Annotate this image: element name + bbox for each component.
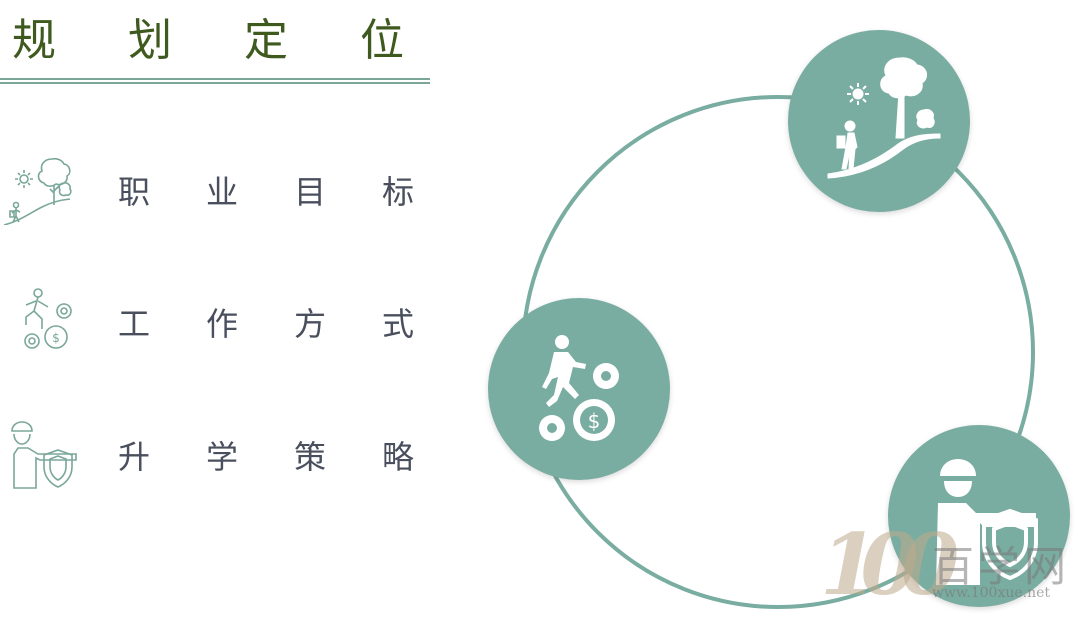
label-char: 升 (118, 438, 151, 476)
hiker-tree-icon (827, 57, 941, 179)
runner-gears-icon: $ (539, 335, 619, 441)
label-char: 策 (294, 438, 327, 476)
title-divider (0, 78, 430, 80)
item-label: 职 业 目 标 (118, 167, 470, 213)
title-char: 规 (12, 15, 56, 66)
list-item-study-strategy: 升 学 策 略 (0, 420, 440, 490)
svg-text:$: $ (588, 409, 601, 433)
title-char: 划 (128, 15, 172, 66)
watermark-url: www.100xue.net (932, 585, 1051, 601)
list-item-work-style: $ 工 作 方 式 (0, 287, 440, 357)
watermark-number: 100 (820, 515, 959, 614)
item-label: 升 学 策 略 (118, 432, 470, 478)
page-title: 规 划 定 位 (12, 4, 476, 68)
item-label: 工 作 方 式 (118, 299, 470, 345)
label-char: 职 (118, 173, 151, 211)
hiker-tree-icon (3, 157, 72, 225)
person-shield-icon (11, 421, 77, 489)
node-study-strategy (888, 425, 1070, 607)
label-char: 式 (382, 305, 415, 343)
title-divider (0, 82, 430, 84)
watermark-brand: 百学网 (932, 542, 1071, 591)
title-char: 位 (360, 15, 404, 66)
title-char: 定 (244, 15, 288, 66)
label-char: 方 (294, 305, 327, 343)
runner-gears-icon: $ (24, 288, 72, 349)
label-char: 业 (206, 173, 239, 211)
label-char: 工 (118, 305, 151, 343)
watermark: 100 百学网 www.100xue.net (820, 515, 1080, 615)
label-char: 学 (206, 438, 239, 476)
label-char: 目 (294, 173, 327, 211)
label-char: 略 (382, 438, 415, 476)
label-char: 作 (206, 305, 239, 343)
person-shield-icon (936, 459, 1038, 585)
list-item-career-goal: 职 业 目 标 (0, 155, 440, 225)
node-career-goal (788, 30, 970, 212)
label-char: 标 (382, 173, 415, 211)
svg-text:$: $ (52, 331, 60, 345)
node-work-style: $ (488, 298, 670, 480)
